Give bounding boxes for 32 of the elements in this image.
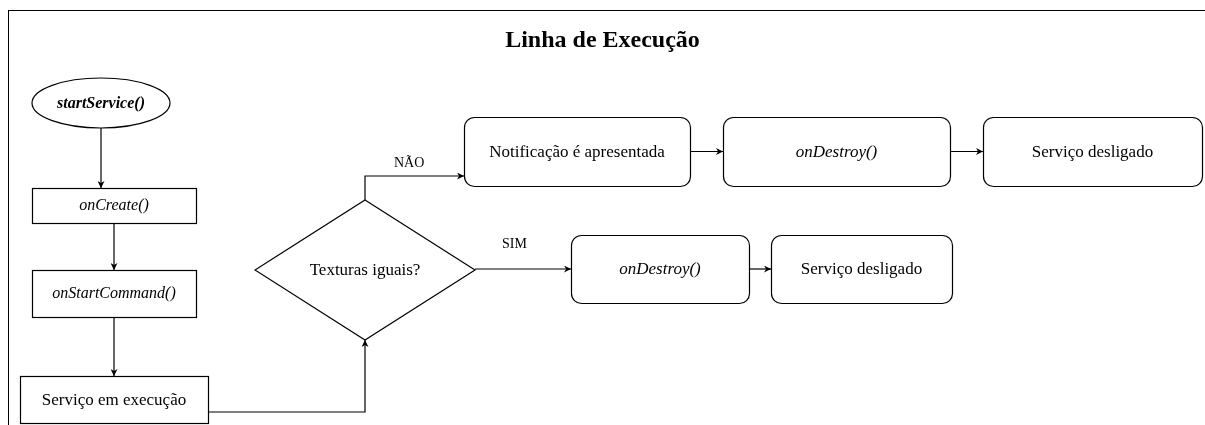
node-label: onDestroy() xyxy=(619,259,701,279)
process-box xyxy=(770,234,954,305)
arrow xyxy=(474,265,572,273)
arrow xyxy=(110,222,118,271)
diagram-title: Linha de Execução xyxy=(504,26,701,53)
arrow xyxy=(364,172,465,201)
process-box xyxy=(31,269,198,319)
node-label: onCreate() xyxy=(79,196,149,215)
node-label: onStartCommand() xyxy=(52,284,176,303)
node-label: onDestroy() xyxy=(795,141,878,162)
edge-label: NÃO xyxy=(393,156,426,170)
start-ellipse xyxy=(31,77,171,129)
arrow xyxy=(97,127,105,189)
node-label: Serviço em execução xyxy=(41,389,187,410)
process-box xyxy=(31,187,198,225)
arrow xyxy=(949,148,984,155)
process-box xyxy=(570,234,751,305)
process-box xyxy=(982,116,1204,188)
arrow xyxy=(748,265,772,273)
node-label: Serviço desligado xyxy=(1031,141,1154,162)
arrow xyxy=(207,339,369,413)
node-label: Notificação é apresentada xyxy=(489,141,665,162)
process-box xyxy=(722,116,952,188)
node-label: startService() xyxy=(57,93,145,113)
decision-diamond xyxy=(253,199,477,341)
node-label: Serviço desligado xyxy=(800,259,923,279)
process-box xyxy=(463,116,692,188)
process-box xyxy=(19,375,210,425)
node-label: Texturas iguais? xyxy=(309,260,421,280)
edge-label: SIM xyxy=(501,237,528,251)
arrow xyxy=(110,316,118,377)
arrow xyxy=(689,148,724,155)
